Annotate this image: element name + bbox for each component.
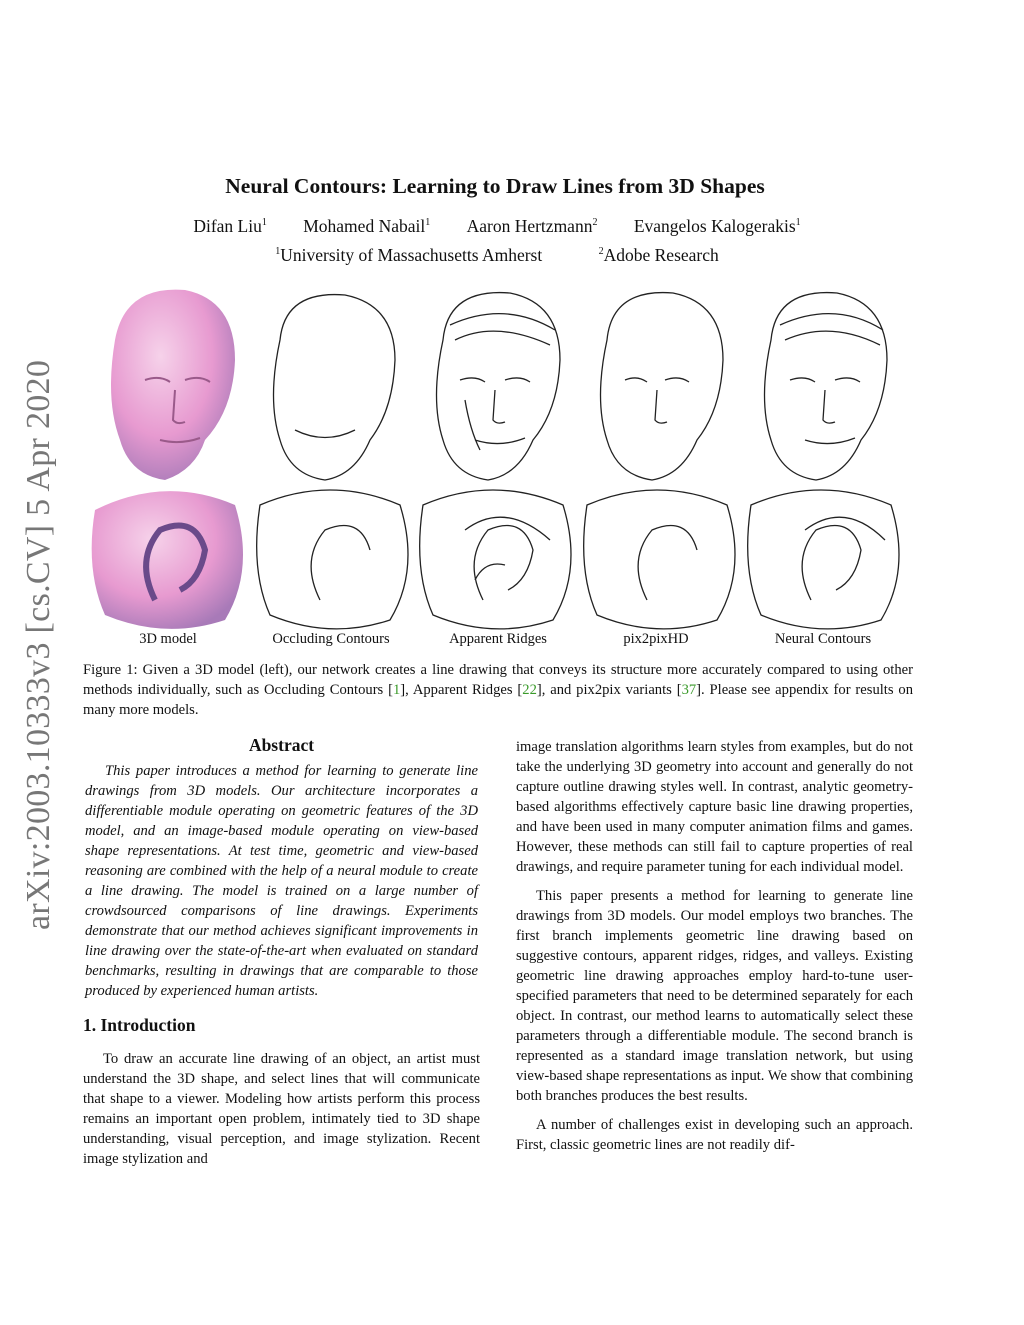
ear-3d-model bbox=[91, 491, 244, 629]
ear-neural-contours bbox=[747, 489, 900, 630]
head-3d-model bbox=[111, 289, 235, 480]
paragraph: image translation algorithms learn style… bbox=[516, 739, 913, 875]
author: Mohamed Nabail1 bbox=[303, 216, 431, 236]
ear-apparent-ridges bbox=[419, 489, 572, 630]
figure-label: pix2pixHD bbox=[623, 631, 689, 647]
author: Evangelos Kalogerakis1 bbox=[633, 216, 801, 236]
left-column: Abstract This paper introduces a method … bbox=[83, 735, 480, 1178]
affiliations: 1University of Massachusetts Amherst 2Ad… bbox=[0, 245, 994, 266]
citation-link[interactable]: 37 bbox=[681, 682, 697, 698]
paragraph: To draw an accurate line drawing of an o… bbox=[83, 1051, 480, 1167]
figure-1: 3D model Occluding Contours Apparent Rid… bbox=[85, 280, 915, 650]
head-pix2pixhd bbox=[599, 291, 724, 481]
figure-label: 3D model bbox=[139, 631, 197, 647]
abstract-heading: Abstract bbox=[248, 735, 315, 755]
right-column: image translation algorithms learn style… bbox=[516, 737, 913, 1164]
head-occluding-contours bbox=[272, 293, 396, 481]
figure-label: Apparent Ridges bbox=[449, 631, 547, 647]
author: Aaron Hertzmann2 bbox=[466, 216, 598, 236]
paragraph: This paper presents a method for learnin… bbox=[516, 888, 913, 1104]
citation-link[interactable]: 1 bbox=[392, 682, 401, 698]
figure-images bbox=[91, 289, 900, 630]
figure-label: Occluding Contours bbox=[272, 631, 390, 647]
paragraph: A number of challenges exist in developi… bbox=[516, 1117, 913, 1153]
head-neural-contours bbox=[763, 291, 888, 481]
citation-link[interactable]: 22 bbox=[522, 682, 537, 698]
author-list: Difan Liu1 Mohamed Nabail1 Aaron Hertzma… bbox=[0, 216, 994, 237]
ear-occluding-contours bbox=[256, 489, 409, 630]
figure-caption: Figure 1: Given a 3D model (left), our n… bbox=[83, 662, 913, 718]
arxiv-stamp: arXiv:2003.10333v3 [cs.CV] 5 Apr 2020 bbox=[20, 359, 57, 930]
affiliation: 2Adobe Research bbox=[598, 245, 719, 265]
paper-title: Neural Contours: Learning to Draw Lines … bbox=[225, 174, 765, 198]
head-apparent-ridges bbox=[435, 291, 561, 481]
author: Difan Liu1 bbox=[193, 216, 267, 236]
section-heading: 1. Introduction bbox=[83, 1015, 196, 1035]
affiliation: 1University of Massachusetts Amherst bbox=[275, 245, 543, 265]
ear-pix2pixhd bbox=[583, 489, 736, 630]
figure-label: Neural Contours bbox=[774, 631, 872, 647]
abstract-text: This paper introduces a method for learn… bbox=[85, 763, 478, 999]
